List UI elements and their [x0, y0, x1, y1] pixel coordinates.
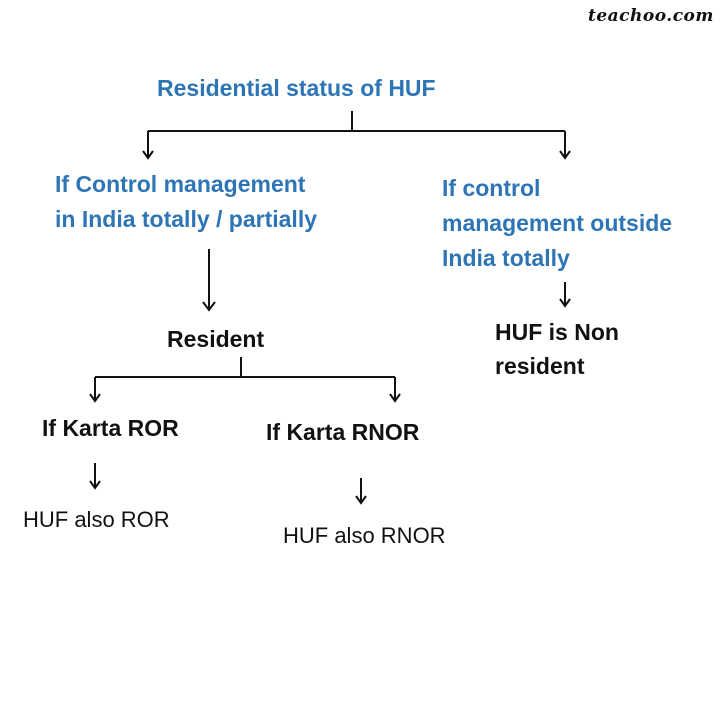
ror-arrowhead [89, 480, 101, 490]
karta-rnor-label: If Karta RNOR [266, 419, 420, 445]
left-drop-arrowhead [142, 150, 154, 160]
right-condition-label: If control management outside India tota… [442, 175, 673, 271]
teachoo-logo: teachoo.com [588, 6, 714, 26]
right-to-nonresident-arrowhead [559, 298, 571, 308]
karta-ror-label: If Karta ROR [42, 415, 179, 441]
left-condition-label: If Control management in India totally /… [55, 171, 317, 232]
resident-left-drop-arrowhead [89, 393, 101, 403]
huf-ror-label: HUF also ROR [23, 507, 170, 532]
root-node-label: Residential status of HUF [157, 75, 436, 101]
left-to-resident-arrowhead [202, 301, 216, 312]
right-drop-arrowhead [559, 150, 571, 160]
rnor-arrowhead [355, 495, 367, 505]
huf-rnor-label: HUF also RNOR [283, 523, 446, 548]
resident-right-drop-arrowhead [389, 393, 401, 403]
resident-label: Resident [167, 326, 265, 352]
non-resident-label: HUF is Non resident [495, 319, 619, 379]
